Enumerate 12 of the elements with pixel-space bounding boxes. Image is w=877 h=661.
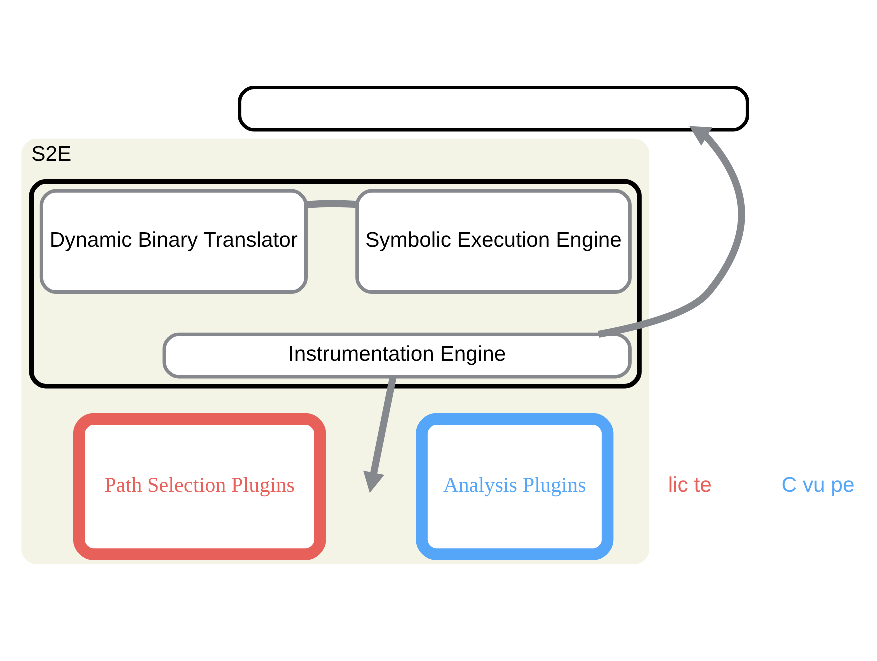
node-box: Dynamic Binary Translator [40,189,308,294]
label: lic te [668,474,712,498]
arrow [363,376,397,494]
arrow [598,126,746,338]
connector [306,200,358,208]
cluster [29,179,642,389]
node-box: Path Selection Plugins [73,413,326,560]
node-box: Instrumentation Engine [162,332,632,379]
node-box: Analysis Plugins [416,413,614,560]
node-box [238,86,750,132]
node-box: Symbolic Execution Engine [356,189,632,294]
label: C vu pe [782,474,855,498]
